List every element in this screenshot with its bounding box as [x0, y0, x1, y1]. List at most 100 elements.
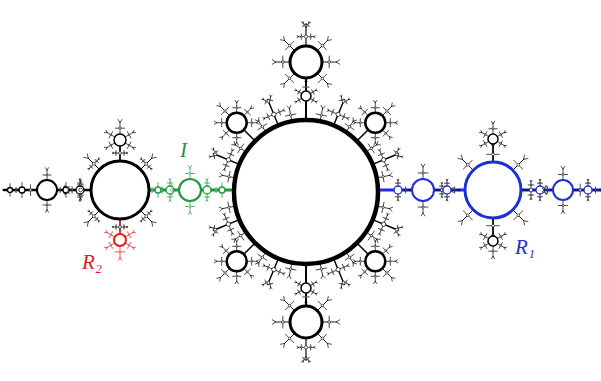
filament: [318, 41, 321, 44]
filament: [340, 266, 347, 269]
filament: [209, 157, 210, 158]
filament: [592, 190, 599, 191]
filament: [345, 258, 348, 260]
filament: [348, 284, 350, 285]
filament: [238, 231, 240, 234]
filament: [382, 130, 389, 137]
filament: [306, 23, 309, 27]
bulb: [246, 111, 248, 113]
filament: [141, 158, 142, 159]
filament: [375, 271, 376, 281]
filament: [281, 299, 285, 301]
filament: [513, 210, 524, 221]
filament: [244, 109, 246, 111]
bulb: [282, 321, 285, 324]
filament: [339, 100, 341, 101]
bulb: [320, 114, 322, 116]
filament: [405, 187, 406, 189]
filament: [482, 244, 489, 248]
filament: [327, 83, 329, 87]
bulb: [441, 193, 443, 195]
filament: [81, 195, 83, 196]
filament: [497, 142, 504, 146]
filament: [480, 130, 482, 132]
filament: [361, 268, 368, 275]
filament: [140, 158, 141, 159]
filament: [219, 175, 222, 176]
filament: [336, 322, 339, 324]
filament: [374, 100, 376, 102]
filament: [310, 283, 315, 286]
bulb: [365, 251, 385, 271]
filament: [383, 178, 385, 182]
filament: [380, 151, 383, 158]
filament: [109, 135, 110, 137]
filament: [109, 142, 110, 144]
bulb: [587, 196, 589, 198]
filament: [418, 172, 422, 173]
filament: [398, 148, 399, 150]
bulb: [382, 176, 384, 178]
filament: [303, 87, 305, 88]
filament: [207, 200, 209, 201]
filament: [80, 194, 81, 200]
filament: [234, 239, 235, 242]
filament: [482, 142, 489, 146]
filament: [276, 322, 290, 323]
filament: [392, 277, 396, 279]
filament: [499, 234, 500, 236]
filament: [276, 270, 283, 273]
filament: [297, 346, 298, 348]
filament: [563, 169, 564, 180]
filament: [318, 301, 321, 304]
filament: [384, 215, 387, 222]
filament: [384, 162, 387, 169]
filament: [504, 130, 506, 132]
filament: [257, 260, 259, 262]
bulb: [279, 111, 281, 113]
filament: [322, 267, 326, 269]
filament: [371, 137, 374, 138]
filament: [371, 107, 374, 108]
filament: [392, 105, 396, 107]
filament: [47, 168, 49, 170]
bulb: [63, 187, 69, 193]
bulb: [115, 152, 117, 154]
bulb: [530, 184, 532, 186]
bulb: [224, 110, 226, 112]
filament: [362, 269, 364, 271]
bulb: [345, 101, 347, 103]
bulb: [312, 283, 314, 285]
bulb: [359, 122, 361, 124]
filament: [66, 193, 67, 198]
filament: [376, 107, 379, 108]
filament: [111, 232, 112, 234]
filament: [213, 153, 214, 155]
bulb: [288, 77, 291, 80]
bulb: [396, 231, 398, 233]
filament: [298, 347, 304, 348]
bulb: [298, 291, 300, 293]
filament: [418, 207, 422, 208]
bulb: [272, 267, 276, 271]
bulb: [79, 182, 81, 184]
bulb: [312, 99, 314, 101]
filament: [292, 269, 296, 271]
filament: [48, 175, 51, 176]
filament: [251, 124, 252, 127]
bulb: [307, 358, 309, 360]
bulb: [203, 186, 211, 194]
filament: [120, 258, 122, 261]
filament: [447, 200, 449, 201]
filament: [398, 153, 399, 155]
filament: [383, 107, 386, 110]
bulb: [341, 99, 343, 101]
filament: [43, 205, 46, 206]
filament: [321, 275, 322, 278]
filament: [217, 122, 227, 123]
filament: [142, 217, 146, 221]
filament: [391, 278, 393, 282]
filament: [262, 284, 264, 286]
filament: [206, 179, 208, 180]
